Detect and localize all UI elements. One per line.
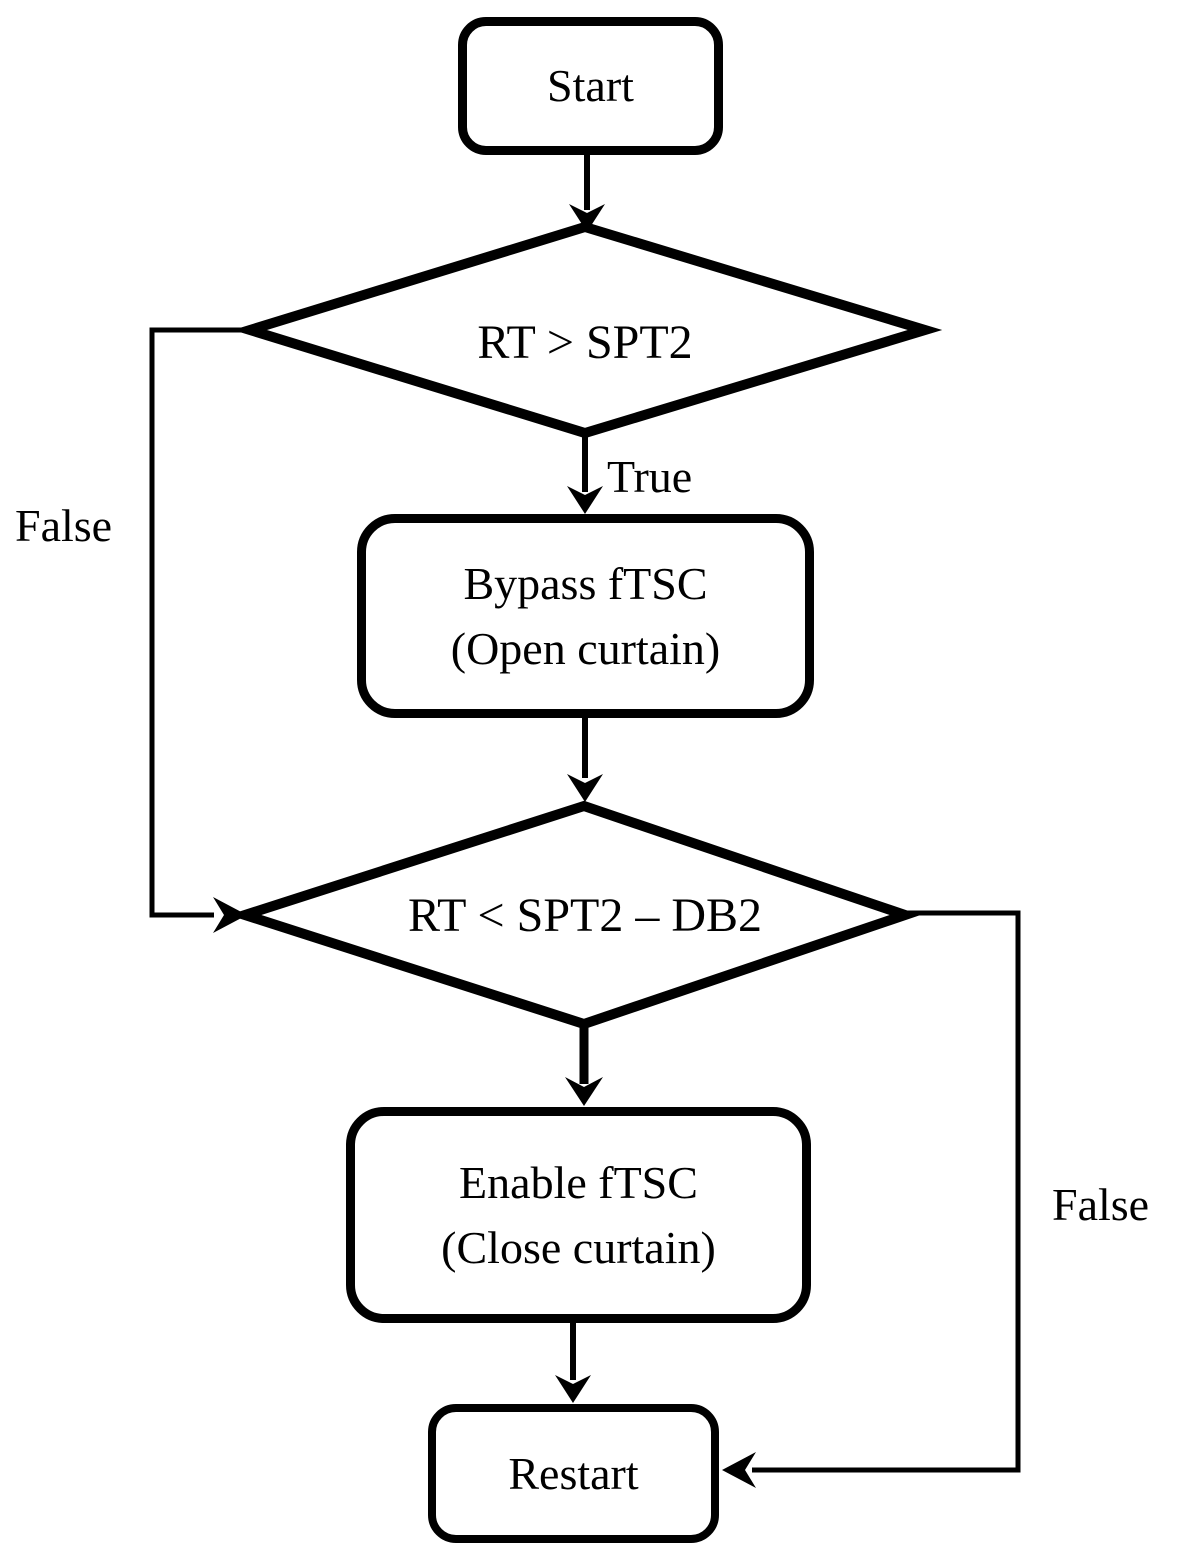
node-start-label: Start — [547, 60, 634, 112]
node-bypass-label-line1: Bypass fTSC — [463, 557, 708, 609]
node-enable-ftsc: Enable fTSC (Close curtain) — [346, 1107, 811, 1323]
node-enable-label-line2: (Close curtain) — [441, 1222, 716, 1273]
arrowhead-down-icon — [569, 204, 605, 232]
node-start: Start — [458, 17, 723, 155]
node-restart: Restart — [428, 1404, 719, 1543]
arrowhead-down-icon — [567, 486, 603, 514]
node-bypass-ftsc: Bypass fTSC (Open curtain) — [357, 514, 814, 718]
node-bypass-label-line2: (Open curtain) — [450, 623, 721, 674]
edge-label-true: True — [607, 451, 693, 502]
edge-decision1-false-loop — [149, 327, 255, 918]
arrowhead-down-icon — [555, 1375, 591, 1403]
decision-2-label: RT < SPT2 – DB2 — [407, 889, 763, 942]
arrowhead-right-icon — [213, 897, 247, 933]
node-restart-label: Restart — [508, 1447, 639, 1499]
arrowhead-left-icon — [722, 1452, 756, 1488]
arrowhead-down-icon — [567, 774, 603, 802]
edge-label-false-left: False — [15, 500, 113, 551]
edge-label-false-right: False — [1052, 1179, 1150, 1230]
edge-decision2-false-loop — [752, 910, 1021, 1473]
node-enable-label-line1: Enable fTSC — [459, 1156, 698, 1208]
decision-1-label: RT > SPT2 — [477, 316, 693, 369]
arrowhead-down-icon — [565, 1077, 603, 1106]
